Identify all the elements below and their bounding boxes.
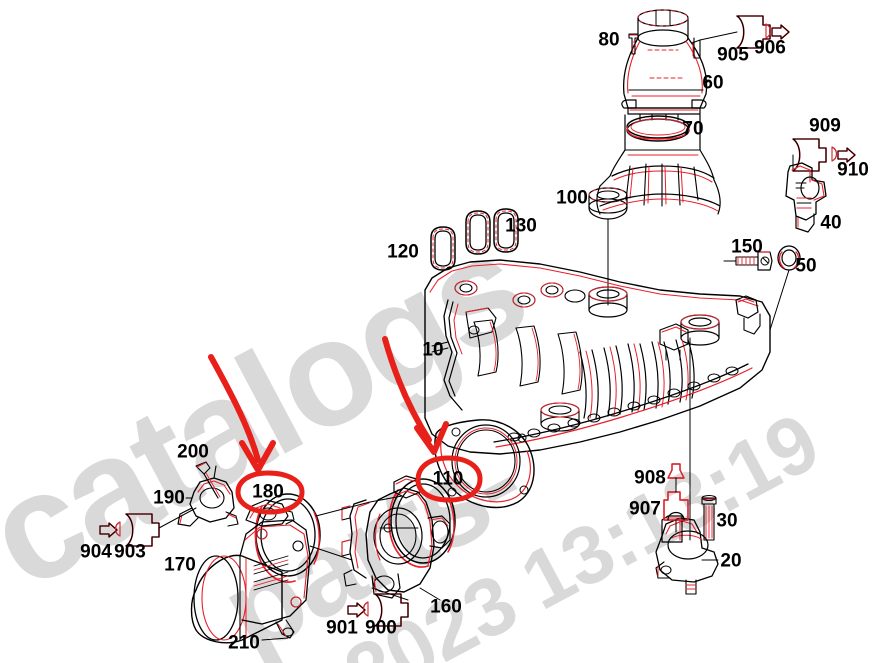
annotation-arrow-right (382, 336, 449, 455)
part-label-40: 40 (820, 212, 842, 234)
part-label-904: 904 (80, 541, 112, 563)
part-label-905: 905 (717, 44, 749, 66)
part-906-pin (765, 23, 790, 40)
part-160-throttle-body (341, 475, 451, 599)
part-label-908: 908 (634, 467, 666, 489)
part-label-170: 170 (164, 554, 196, 576)
part-label-130: 130 (505, 215, 537, 237)
part-60-cover (621, 9, 708, 121)
part-label-900: 900 (365, 617, 397, 639)
part-907-connector (663, 491, 689, 521)
part-label-901: 901 (326, 617, 358, 639)
part-label-910: 910 (837, 159, 869, 181)
part-80-bolt (628, 33, 639, 55)
part-130-gasket (465, 208, 519, 255)
part-150-screw (735, 251, 773, 271)
part-label-180: 180 (252, 481, 284, 503)
part-label-10: 10 (422, 339, 444, 361)
part-label-200: 200 (177, 441, 209, 463)
part-label-210: 210 (228, 632, 260, 654)
part-180-gasket-ring (254, 493, 321, 583)
part-908-pin (667, 463, 685, 479)
part-label-906: 906 (754, 37, 786, 59)
part-50-oring (777, 245, 801, 271)
part-20-pressure-sensor (655, 515, 719, 595)
part-label-150: 150 (731, 236, 763, 258)
part-label-60: 60 (702, 72, 724, 94)
part-label-190: 190 (153, 487, 185, 509)
part-label-160: 160 (430, 596, 462, 618)
annotation-circle-180 (235, 470, 305, 515)
part-label-20: 20 (720, 550, 742, 572)
annotation-arrow-left (208, 354, 276, 473)
part-904-pin (99, 521, 121, 538)
part-label-120: 120 (387, 241, 419, 263)
part-70-oring (626, 115, 690, 142)
part-label-907: 907 (629, 498, 661, 520)
part-901-pin (347, 601, 369, 618)
part-910-pin (831, 146, 856, 163)
part-40-sensor (785, 162, 827, 233)
part-200-bolt (195, 461, 221, 499)
part-label-903: 903 (114, 541, 146, 563)
part-10-intake-manifold (424, 114, 771, 509)
part-label-909: 909 (809, 115, 841, 137)
part-label-50: 50 (795, 255, 817, 277)
part-label-30: 30 (716, 510, 738, 532)
part-label-100: 100 (556, 187, 588, 209)
part-label-80: 80 (598, 29, 620, 51)
part-120-gasket (430, 226, 456, 271)
part-30-bolt (701, 495, 717, 541)
annotation-circle-110 (415, 455, 483, 503)
part-label-70: 70 (682, 118, 704, 140)
part-label-110: 110 (432, 468, 464, 490)
